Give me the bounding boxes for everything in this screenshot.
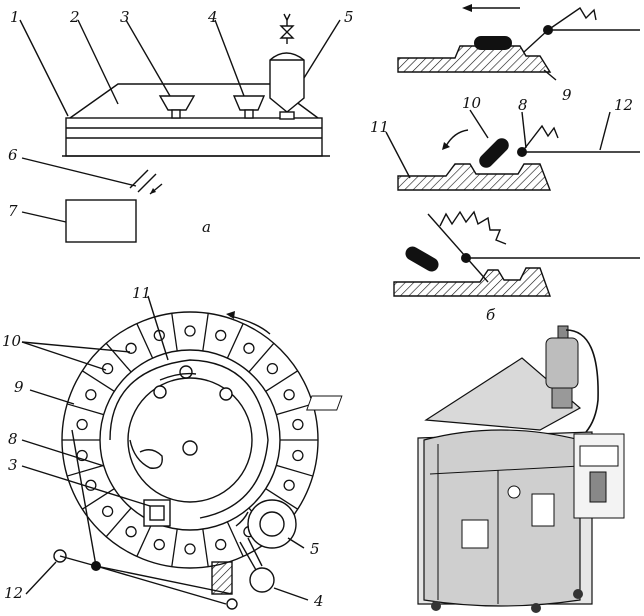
cell-hole (292, 418, 304, 431)
cell-divider (136, 521, 154, 557)
label-c-3: 3 (8, 456, 18, 474)
cell-hole (283, 479, 295, 491)
ball-4 (249, 567, 275, 593)
dispenser (211, 561, 233, 595)
station-5 (247, 499, 297, 549)
panel-a: 1 2 3 4 5 6 7 а (8, 8, 354, 243)
label-c-8: 8 (8, 430, 18, 448)
caption-b: б (486, 306, 496, 324)
label-a-2: 2 (69, 8, 80, 26)
panel-c: 10 11 9 8 3 5 12 4 (2, 284, 324, 610)
cell-hole (184, 543, 196, 555)
label-a-6: 6 (8, 146, 18, 164)
cell-divider (276, 464, 313, 477)
station-3 (143, 499, 171, 527)
cell-hole (215, 329, 227, 342)
label-c-11: 11 (132, 284, 151, 302)
cell-hole (283, 389, 295, 401)
label-a-5: 5 (344, 8, 354, 26)
machine-drum (423, 429, 581, 607)
track-segment-3 (393, 267, 551, 297)
cell-divider (202, 528, 209, 567)
cell-hole (125, 526, 137, 538)
cell-hole (153, 538, 165, 551)
cell-hole (292, 449, 304, 462)
cell-hole (215, 538, 227, 551)
label-a-1: 1 (10, 8, 20, 26)
cell-divider (105, 342, 132, 373)
label-b-11: 11 (370, 118, 389, 136)
hopper-4 (232, 95, 266, 111)
cell-hole (243, 342, 255, 354)
cell-divider (171, 313, 178, 352)
hopper-3 (158, 95, 196, 111)
label-a-4: 4 (207, 8, 218, 26)
cell-hole (125, 342, 137, 354)
center-axis (182, 440, 198, 456)
cell-divider (276, 403, 313, 416)
cell-divider (202, 313, 209, 352)
label-b-12: 12 (614, 96, 633, 114)
label-a-3: 3 (120, 8, 130, 26)
caption-a: а (202, 218, 211, 236)
cell-divider (265, 370, 299, 392)
track-segment-2 (397, 163, 552, 191)
track-segment-1 (397, 45, 552, 73)
gauge-icon (507, 485, 521, 499)
cell-hole (184, 325, 196, 337)
label-b-8: 8 (518, 96, 528, 114)
machine-base (65, 117, 323, 157)
label-c-10: 10 (2, 332, 22, 350)
product-piece-2 (479, 138, 509, 168)
machine-photo (306, 325, 625, 613)
lever-12 (95, 565, 233, 595)
cell-divider (136, 323, 154, 359)
control-unit-7 (65, 199, 137, 243)
label-c-4: 4 (313, 592, 324, 610)
label-c-12: 12 (4, 584, 23, 602)
cell-divider (81, 370, 115, 392)
cell-divider (226, 521, 244, 557)
label-c-5: 5 (310, 540, 320, 558)
cell-divider (171, 528, 178, 567)
cell-hole (76, 418, 88, 431)
cell-divider (226, 323, 244, 359)
label-b-9: 9 (562, 86, 572, 104)
cell-divider (67, 464, 104, 477)
label-c-9: 9 (14, 378, 24, 396)
cell-hole (85, 389, 97, 401)
cell-divider (105, 507, 132, 538)
label-b-10: 10 (462, 94, 482, 112)
tank-5 (269, 76, 305, 113)
panel-b: 9 10 8 12 11 б (370, 4, 640, 324)
cell-hole (101, 505, 114, 518)
product-piece-3 (405, 246, 439, 272)
cell-divider (248, 342, 275, 373)
cell-divider (67, 403, 104, 416)
cell-divider (81, 488, 115, 510)
product-piece-1 (474, 36, 512, 50)
cell-divider (265, 488, 299, 510)
cell-hole (101, 362, 114, 375)
cell-hole (266, 362, 279, 375)
machine-lid (424, 357, 582, 431)
top-tank (545, 337, 579, 389)
valve-icon (279, 25, 295, 39)
label-a-7: 7 (8, 202, 18, 220)
